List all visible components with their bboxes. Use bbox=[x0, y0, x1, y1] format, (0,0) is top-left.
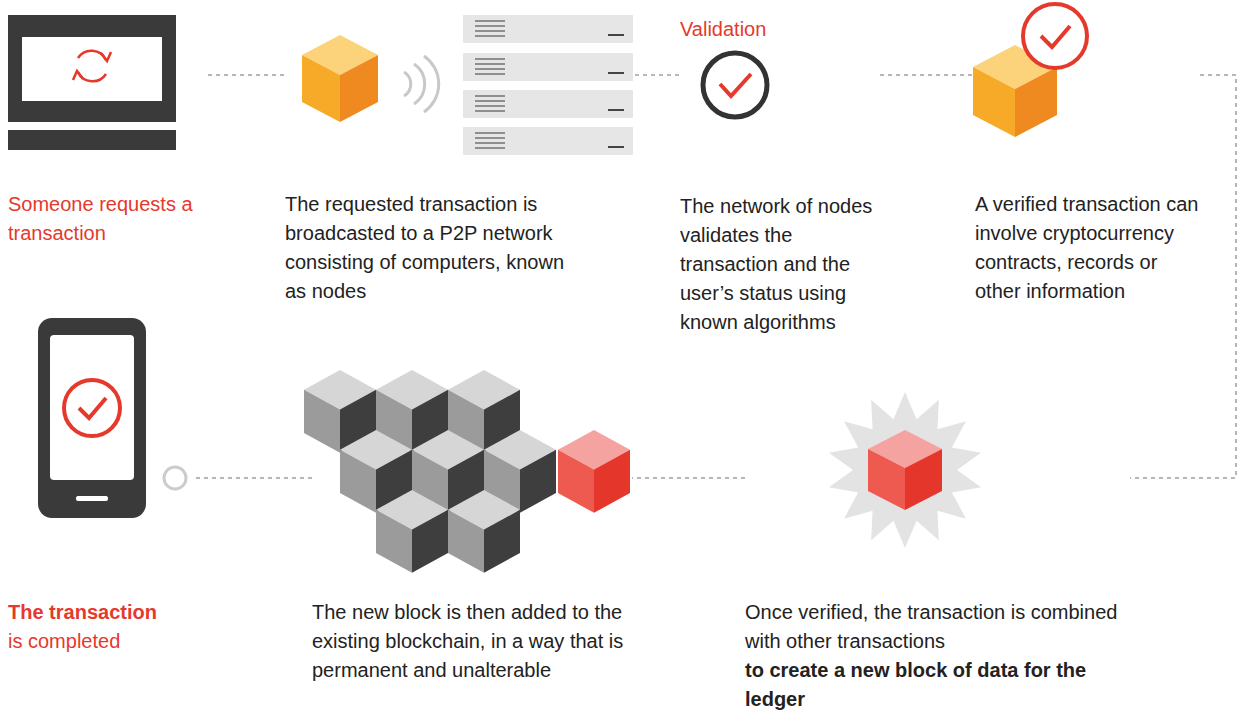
server-vent bbox=[475, 132, 505, 133]
process-step: The requested transaction is broadcasted… bbox=[285, 35, 635, 306]
server-unit bbox=[463, 53, 633, 81]
broadcast-waves bbox=[404, 56, 439, 112]
new-chain-cube bbox=[558, 450, 594, 513]
chain-cube bbox=[448, 510, 484, 573]
server-vent bbox=[475, 147, 505, 148]
laptop-icon bbox=[8, 15, 176, 150]
server-unit bbox=[463, 127, 633, 155]
refresh-arrowhead bbox=[101, 52, 111, 61]
step-heading: Validation bbox=[680, 15, 880, 44]
chain-cube bbox=[304, 390, 340, 453]
server-unit bbox=[463, 90, 633, 118]
cube-right bbox=[905, 449, 942, 510]
server-vent bbox=[475, 142, 505, 143]
phone-screen bbox=[50, 335, 134, 480]
wave bbox=[424, 56, 439, 112]
step-caption: The network of nodes validates the trans… bbox=[680, 192, 880, 337]
server-led bbox=[608, 72, 624, 74]
server-led bbox=[608, 109, 624, 111]
server-vent bbox=[475, 20, 505, 21]
server-vent bbox=[475, 110, 505, 111]
verified-cube bbox=[973, 4, 1087, 137]
server-vent bbox=[475, 63, 505, 64]
step-caption: A verified transaction can involve crypt… bbox=[975, 190, 1200, 306]
check-mark bbox=[79, 398, 106, 418]
chain-cube bbox=[520, 450, 556, 513]
server-vent bbox=[475, 73, 505, 74]
server-vent bbox=[475, 58, 505, 59]
server-vent bbox=[475, 30, 505, 31]
step-caption: The transaction bbox=[8, 598, 193, 627]
step-caption: is completed bbox=[8, 627, 193, 656]
dashed-connector bbox=[193, 477, 312, 479]
laptop-base bbox=[8, 130, 176, 150]
cube-left bbox=[868, 449, 905, 510]
process-step: A verified transaction can involve crypt… bbox=[975, 15, 1200, 306]
chain-cube bbox=[376, 510, 412, 573]
step-caption: Once verified, the transaction is combin… bbox=[745, 598, 1130, 656]
check-mark bbox=[1041, 26, 1070, 47]
check-badge bbox=[64, 380, 120, 436]
end-dot bbox=[164, 467, 186, 489]
process-step: ValidationThe network of nodes validates… bbox=[680, 15, 880, 337]
cube-right bbox=[1015, 67, 1057, 137]
phone-body bbox=[38, 318, 146, 518]
chain-cube bbox=[412, 510, 448, 573]
validation-check-icon bbox=[703, 53, 767, 117]
wave bbox=[404, 72, 411, 96]
dashed-connector bbox=[880, 74, 975, 76]
process-step: Someone requests a transaction bbox=[8, 15, 208, 248]
server-unit bbox=[463, 15, 633, 43]
burst-shape bbox=[829, 392, 981, 548]
server-vent bbox=[475, 35, 505, 36]
transaction-cube bbox=[302, 35, 378, 122]
check-mark bbox=[720, 74, 751, 96]
process-step: The transactionis completed bbox=[8, 318, 193, 656]
phone-icon bbox=[38, 318, 146, 518]
server-vent bbox=[475, 105, 505, 106]
server-vent bbox=[475, 137, 505, 138]
step-caption: The requested transaction is broadcasted… bbox=[285, 190, 585, 306]
check-ring bbox=[703, 53, 767, 117]
cube-right bbox=[340, 55, 378, 122]
dashed-connector bbox=[632, 477, 745, 479]
chain-cube bbox=[340, 450, 376, 513]
server-vent bbox=[475, 68, 505, 69]
new-chain-cube bbox=[594, 450, 630, 513]
new-block-burst bbox=[829, 392, 981, 548]
server-stack bbox=[463, 15, 633, 155]
dashed-connector bbox=[1130, 75, 1236, 478]
step-caption: The new block is then added to the exist… bbox=[312, 598, 632, 685]
cube-left bbox=[973, 67, 1015, 137]
cube-left bbox=[302, 55, 340, 122]
server-led bbox=[608, 146, 624, 148]
dashed-connector bbox=[635, 74, 680, 76]
process-step: Once verified, the transaction is combin… bbox=[745, 420, 1130, 713]
wave bbox=[414, 64, 425, 104]
refresh-arrowhead bbox=[73, 71, 83, 80]
server-led bbox=[608, 34, 624, 36]
blockchain-cubes bbox=[304, 370, 630, 573]
check-badge bbox=[1023, 4, 1087, 68]
phone-button bbox=[76, 496, 108, 501]
step-caption: to create a new block of data for the le… bbox=[745, 656, 1130, 713]
server-vent bbox=[475, 25, 505, 26]
process-step: The new block is then added to the exist… bbox=[312, 370, 632, 685]
laptop-screen bbox=[22, 37, 162, 101]
laptop-screen-frame bbox=[8, 15, 176, 122]
dashed-connector bbox=[208, 74, 285, 76]
step-caption: Someone requests a transaction bbox=[8, 190, 208, 248]
server-vent bbox=[475, 100, 505, 101]
server-vent bbox=[475, 95, 505, 96]
chain-cube bbox=[484, 510, 520, 573]
